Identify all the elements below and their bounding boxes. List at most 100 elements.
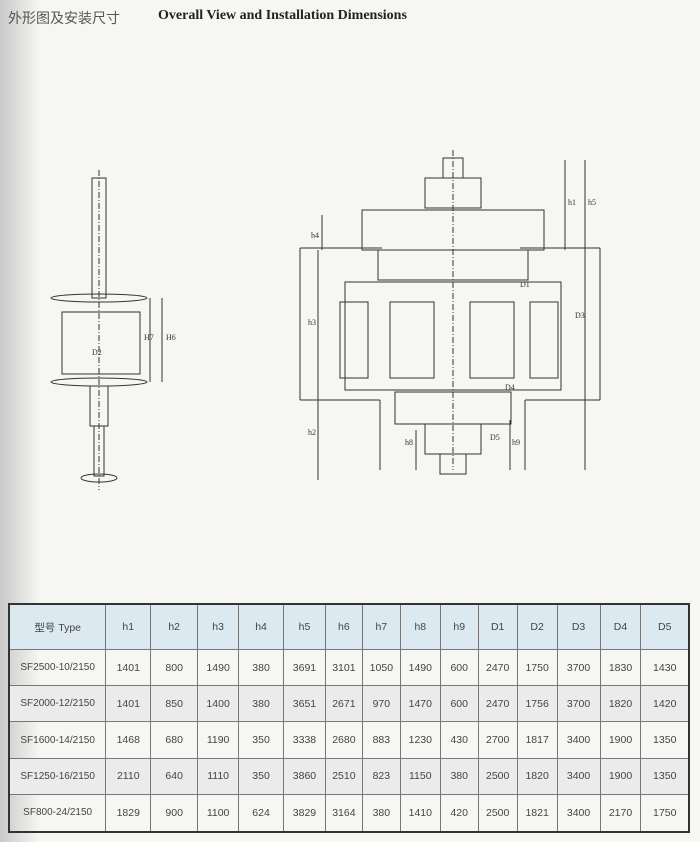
value-cell: 2470 [477,685,518,723]
generator-assembly-view: h1 h5 h4 h3 D1 D3 D4 D5 h2 h8 h9 [299,150,601,480]
label-d1: D1 [520,280,530,289]
value-cell: 1750 [516,648,558,687]
label-d2: D2 [92,348,102,357]
value-cell: 1756 [516,685,558,723]
value-cell: 1430 [640,648,690,687]
column-header: h6 [324,603,363,650]
value-cell: 350 [238,721,284,759]
column-header: h2 [150,603,199,650]
value-cell: 1420 [640,685,690,723]
title-chinese: 外形图及安装尺寸 [8,12,120,27]
column-header: h7 [361,603,401,650]
value-cell: 800 [150,648,199,687]
value-cell: 1750 [640,793,690,833]
value-cell: 2500 [477,793,518,833]
value-cell: 1110 [197,757,240,795]
value-cell: 2671 [324,685,363,723]
value-cell: 2510 [324,757,363,795]
value-cell: 1401 [105,648,152,687]
value-cell: 420 [439,793,479,833]
value-cell: 883 [361,721,401,759]
value-cell: 1350 [640,721,690,759]
value-cell: 1900 [599,721,642,759]
value-cell: 3338 [282,721,326,759]
column-header: 型号 Type [8,603,107,650]
label-h2: h2 [308,428,316,437]
value-cell: 3700 [556,685,601,723]
value-cell: 380 [238,648,284,687]
value-cell: 3400 [556,793,601,833]
value-cell: 1900 [599,757,642,795]
value-cell: 1468 [105,721,152,759]
technical-drawing: D2 H7 H6 h1 h5 h4 h3 D1 [50,150,601,490]
column-header: h9 [439,603,479,650]
column-header: D4 [599,603,642,650]
column-header: D1 [477,603,518,650]
value-cell: 1050 [361,648,401,687]
type-cell: SF1600-14/2150 [8,721,107,759]
column-header: h4 [238,603,284,650]
value-cell: 1410 [399,793,441,833]
value-cell: 2470 [477,648,518,687]
label-h3: h3 [308,318,316,327]
label-h5: h5 [588,198,596,207]
value-cell: 600 [439,648,479,687]
value-cell: 1490 [197,648,240,687]
column-header: h1 [105,603,152,650]
page-title: 外形图及安装尺寸 Overall View and Installation D… [8,8,407,28]
value-cell: 1150 [399,757,441,795]
value-cell: 2500 [477,757,518,795]
value-cell: 1100 [197,793,240,833]
label-d5: D5 [490,433,500,442]
value-cell: 350 [238,757,284,795]
value-cell: 1817 [516,721,558,759]
value-cell: 1821 [516,793,558,833]
value-cell: 3700 [556,648,601,687]
type-cell: SF1250-16/2150 [8,757,107,795]
value-cell: 380 [439,757,479,795]
value-cell: 680 [150,721,199,759]
value-cell: 380 [238,685,284,723]
label-h9: h9 [512,438,520,447]
value-cell: 1830 [599,648,642,687]
column-header: D3 [556,603,601,650]
column-header: D2 [516,603,558,650]
label-h8: h8 [405,438,413,447]
title-english: Overall View and Installation Dimensions [158,8,407,23]
value-cell: 640 [150,757,199,795]
label-d3: D3 [575,311,585,320]
value-cell: 2170 [599,793,642,833]
value-cell: 380 [361,793,401,833]
value-cell: 823 [361,757,401,795]
value-cell: 2700 [477,721,518,759]
value-cell: 3400 [556,721,601,759]
value-cell: 3400 [556,757,601,795]
column-header: D5 [640,603,690,650]
value-cell: 430 [439,721,479,759]
value-cell: 3860 [282,757,326,795]
value-cell: 3651 [282,685,326,723]
value-cell: 970 [361,685,401,723]
value-cell: 3829 [282,793,326,833]
value-cell: 600 [439,685,479,723]
value-cell: 3101 [324,648,363,687]
value-cell: 900 [150,793,199,833]
value-cell: 1490 [399,648,441,687]
value-cell: 2680 [324,721,363,759]
value-cell: 3691 [282,648,326,687]
value-cell: 3164 [324,793,363,833]
value-cell: 1350 [640,757,690,795]
value-cell: 1190 [197,721,240,759]
label-h6: H6 [166,333,176,342]
value-cell: 2110 [105,757,152,795]
column-header: h3 [197,603,240,650]
value-cell: 1470 [399,685,441,723]
label-h7: H7 [144,333,154,342]
